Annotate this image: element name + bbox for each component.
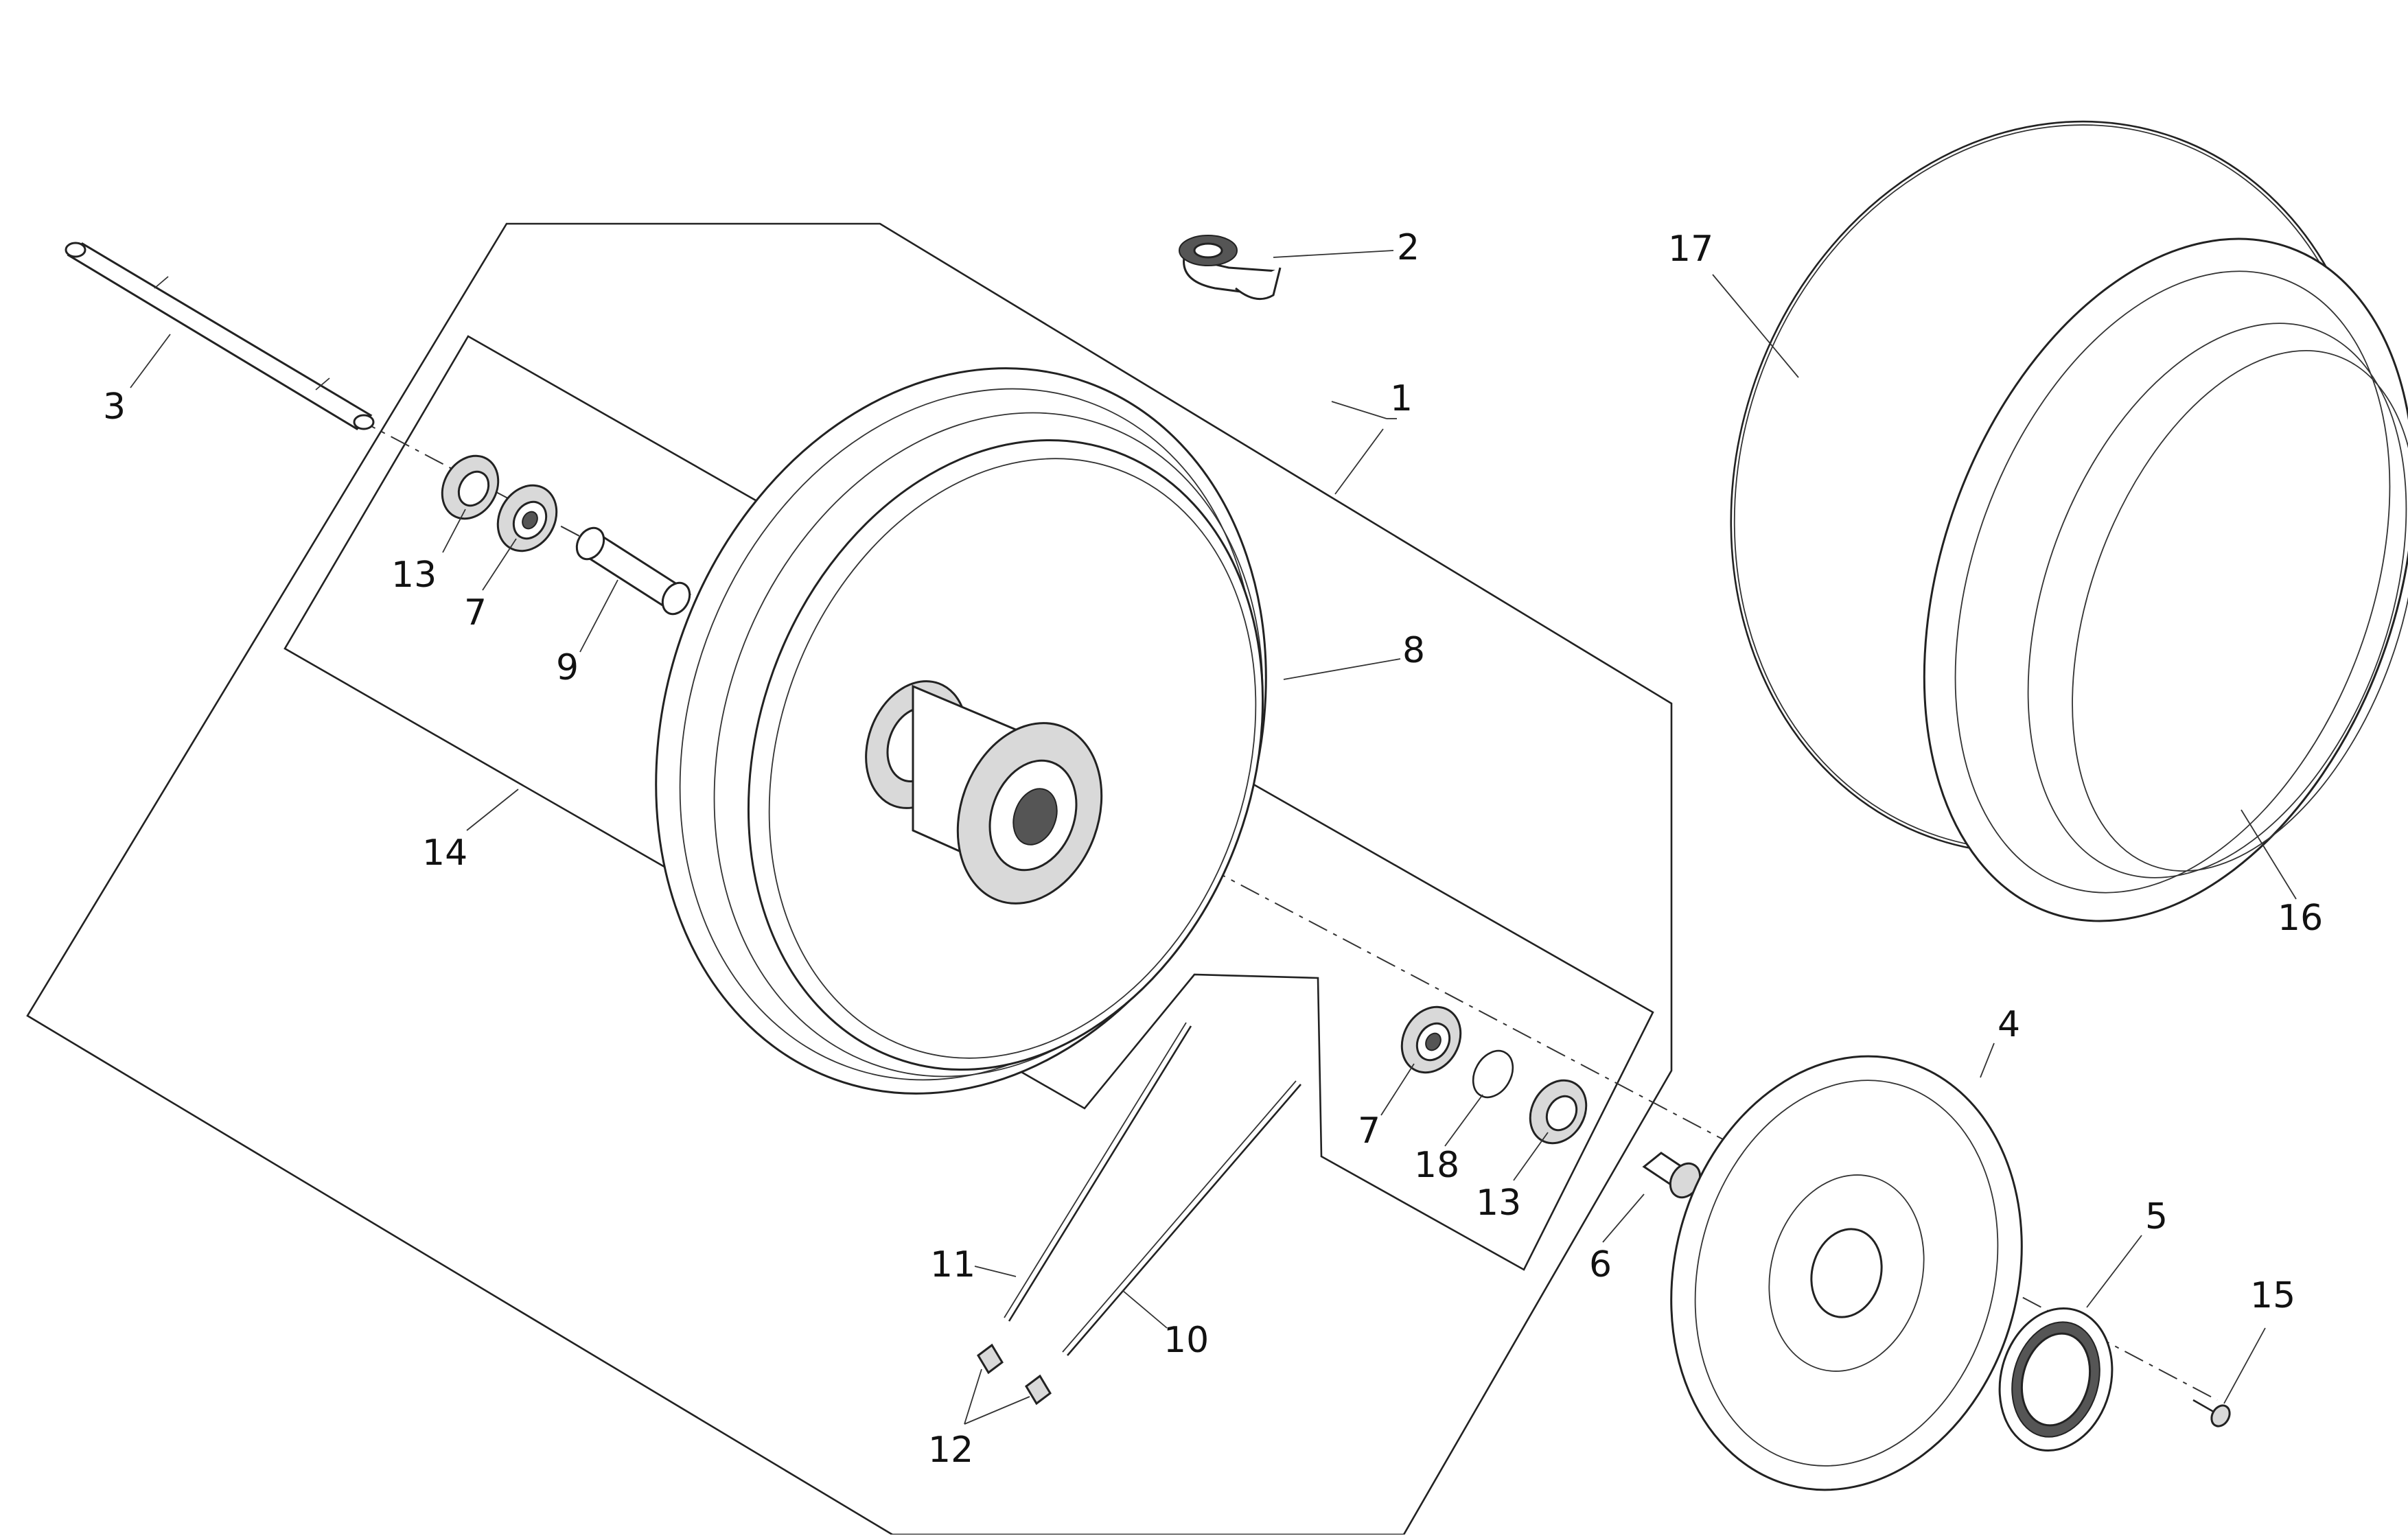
spoke-11	[1004, 1022, 1192, 1322]
label-18: 18	[1414, 1145, 1459, 1186]
wheel-hub	[865, 680, 1103, 905]
label-3: 3	[103, 386, 126, 428]
circlip	[1472, 1049, 1514, 1099]
label-7b: 7	[1358, 1110, 1380, 1152]
label-6: 6	[1589, 1244, 1612, 1285]
label-12: 12	[928, 1430, 973, 1471]
label-9: 9	[556, 647, 579, 688]
bearing-right	[1400, 1005, 1462, 1074]
label-11: 11	[930, 1244, 975, 1285]
label-1: 1	[1390, 378, 1413, 419]
label-15: 15	[2250, 1275, 2295, 1316]
label-13a: 13	[391, 555, 437, 596]
disc-bolt	[2192, 1399, 2231, 1428]
label-2: 2	[1397, 227, 1420, 268]
label-17: 17	[1668, 229, 1713, 270]
spacer-tube	[575, 526, 691, 616]
label-16: 16	[2278, 898, 2323, 939]
rim-tape	[1179, 235, 1282, 301]
spoke-10	[1062, 1080, 1301, 1356]
label-4: 4	[1998, 1004, 2020, 1045]
label-13b: 13	[1476, 1182, 1521, 1224]
label-8: 8	[1402, 630, 1425, 671]
abs-tone-ring	[1998, 1307, 2114, 1452]
axle	[65, 242, 375, 430]
label-7a: 7	[464, 592, 487, 633]
assembly-boundary-outline	[26, 222, 1673, 1536]
hub-subassembly-outline	[283, 335, 1654, 1271]
spoke-nipples	[977, 1343, 1052, 1406]
brake-disc	[1670, 1055, 2023, 1491]
label-10: 10	[1164, 1320, 1209, 1361]
label-5: 5	[2145, 1196, 2168, 1237]
seal-right	[1529, 1079, 1588, 1145]
leader-lines	[130, 250, 2297, 1425]
tyre	[1923, 237, 2408, 922]
seal-left	[441, 454, 500, 520]
label-14: 14	[422, 832, 467, 874]
